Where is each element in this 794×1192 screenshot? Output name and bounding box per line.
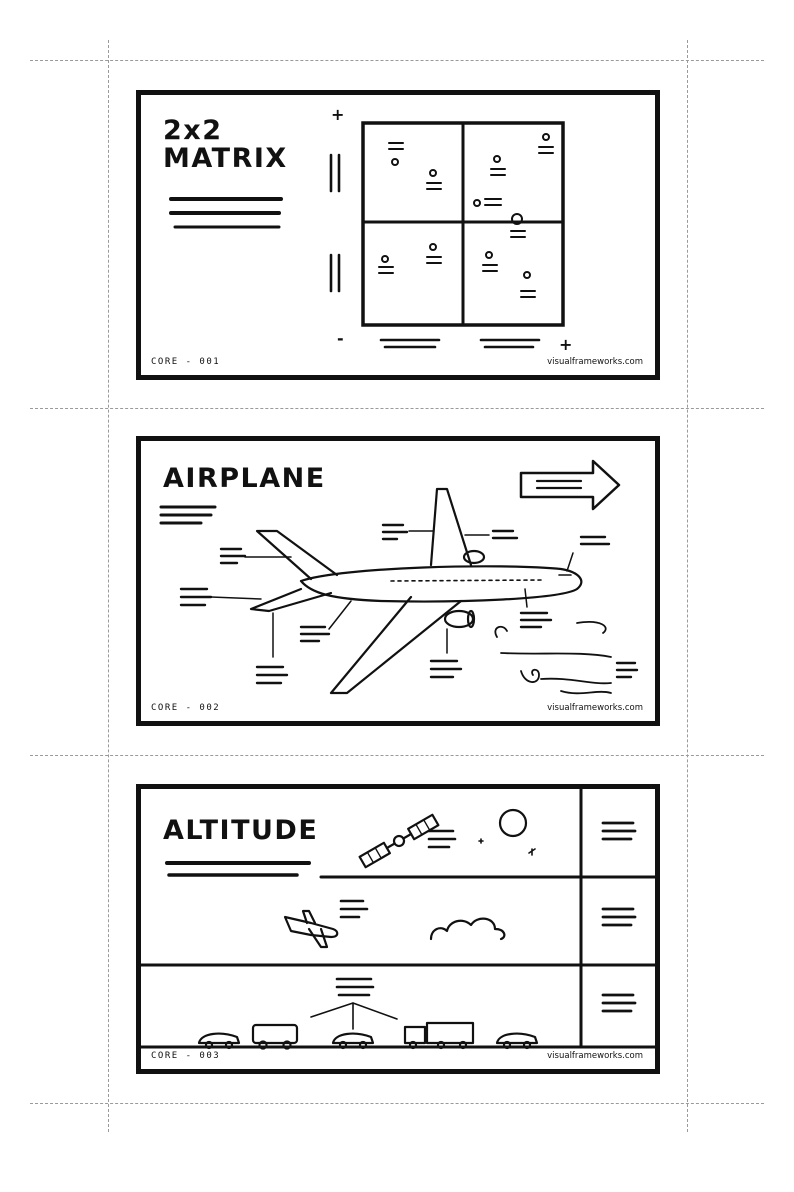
card-title: 2x2 MATRIX bbox=[163, 115, 288, 175]
card-altitude: ALTITUDE CORE - 003 visualframeworks.com bbox=[136, 784, 660, 1074]
cut-line-horizontal-2 bbox=[30, 408, 764, 409]
cut-line-horizontal-4 bbox=[30, 1103, 764, 1104]
axis-bottom-minus: - bbox=[337, 329, 344, 348]
card-website: visualframeworks.com bbox=[547, 1051, 643, 1061]
airplane-illustration bbox=[159, 459, 639, 695]
cut-line-horizontal-3 bbox=[30, 755, 764, 756]
altitude-illustration bbox=[141, 789, 655, 1050]
cut-line-horizontal-1 bbox=[30, 60, 764, 61]
card-title-line-1: 2x2 bbox=[163, 115, 223, 146]
card-website: visualframeworks.com bbox=[547, 703, 643, 713]
card-code: CORE - 002 bbox=[151, 703, 221, 713]
card-title-line-2: MATRIX bbox=[163, 143, 288, 175]
card-airplane: AIRPLANE CORE - 002 visualframeworks.com bbox=[136, 436, 660, 726]
card-title: ALTITUDE bbox=[163, 815, 319, 846]
card-2x2-matrix: 2x2 MATRIX + - + CORE - 001 visualframew… bbox=[136, 90, 660, 380]
card-title: AIRPLANE bbox=[163, 463, 326, 494]
axis-right-plus: + bbox=[559, 335, 573, 354]
cut-line-vertical-left bbox=[108, 40, 109, 1132]
card-website: visualframeworks.com bbox=[547, 357, 643, 367]
card-code: CORE - 001 bbox=[151, 357, 221, 367]
cut-line-vertical-right bbox=[687, 40, 688, 1132]
axis-top-plus: + bbox=[331, 105, 345, 124]
card-code: CORE - 003 bbox=[151, 1051, 221, 1061]
matrix-illustration bbox=[169, 121, 565, 349]
